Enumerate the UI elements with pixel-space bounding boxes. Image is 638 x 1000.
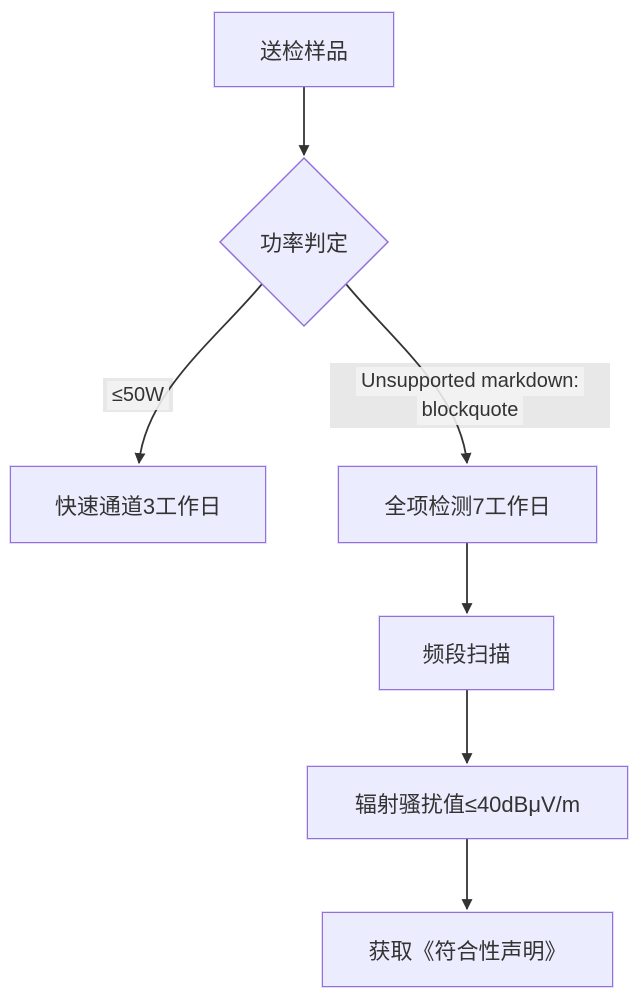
edge-label-unsupported-line2: blockquote: [416, 395, 524, 425]
node-conformity-declaration: 获取《符合性声明》: [322, 912, 613, 987]
node-full-testing: 全项检测7工作日: [338, 466, 597, 543]
edge-decision-to-fast: [134, 283, 263, 465]
node-fast-channel: 快速通道3工作日: [10, 466, 266, 543]
node-power-decision-label: 功率判定: [259, 231, 348, 256]
node-radiation-limit-label: 辐射骚扰值≤40dBμV/m: [354, 791, 581, 817]
node-radiation-limit: 辐射骚扰值≤40dBμV/m: [307, 766, 628, 839]
decision-diamond-shape: [218, 156, 390, 328]
node-band-scan-label: 频段扫描: [422, 642, 511, 667]
edge-label-le50w: ≤50W: [103, 378, 173, 412]
edge-label-unsupported: Unsupported markdown: blockquote: [330, 363, 610, 428]
node-full-testing-label: 全项检测7工作日: [384, 493, 551, 519]
node-conformity-declaration-label: 获取《符合性声明》: [368, 938, 567, 964]
node-power-decision: 功率判定: [244, 227, 364, 257]
edge-label-le50w-text: ≤50W: [106, 380, 170, 410]
node-band-scan: 频段扫描: [379, 616, 554, 690]
node-fast-channel-label: 快速通道3工作日: [54, 493, 222, 519]
node-start-sample-label: 送检样品: [259, 38, 348, 64]
node-start-sample: 送检样品: [214, 12, 394, 87]
edge-label-unsupported-line1: Unsupported markdown:: [356, 366, 584, 396]
